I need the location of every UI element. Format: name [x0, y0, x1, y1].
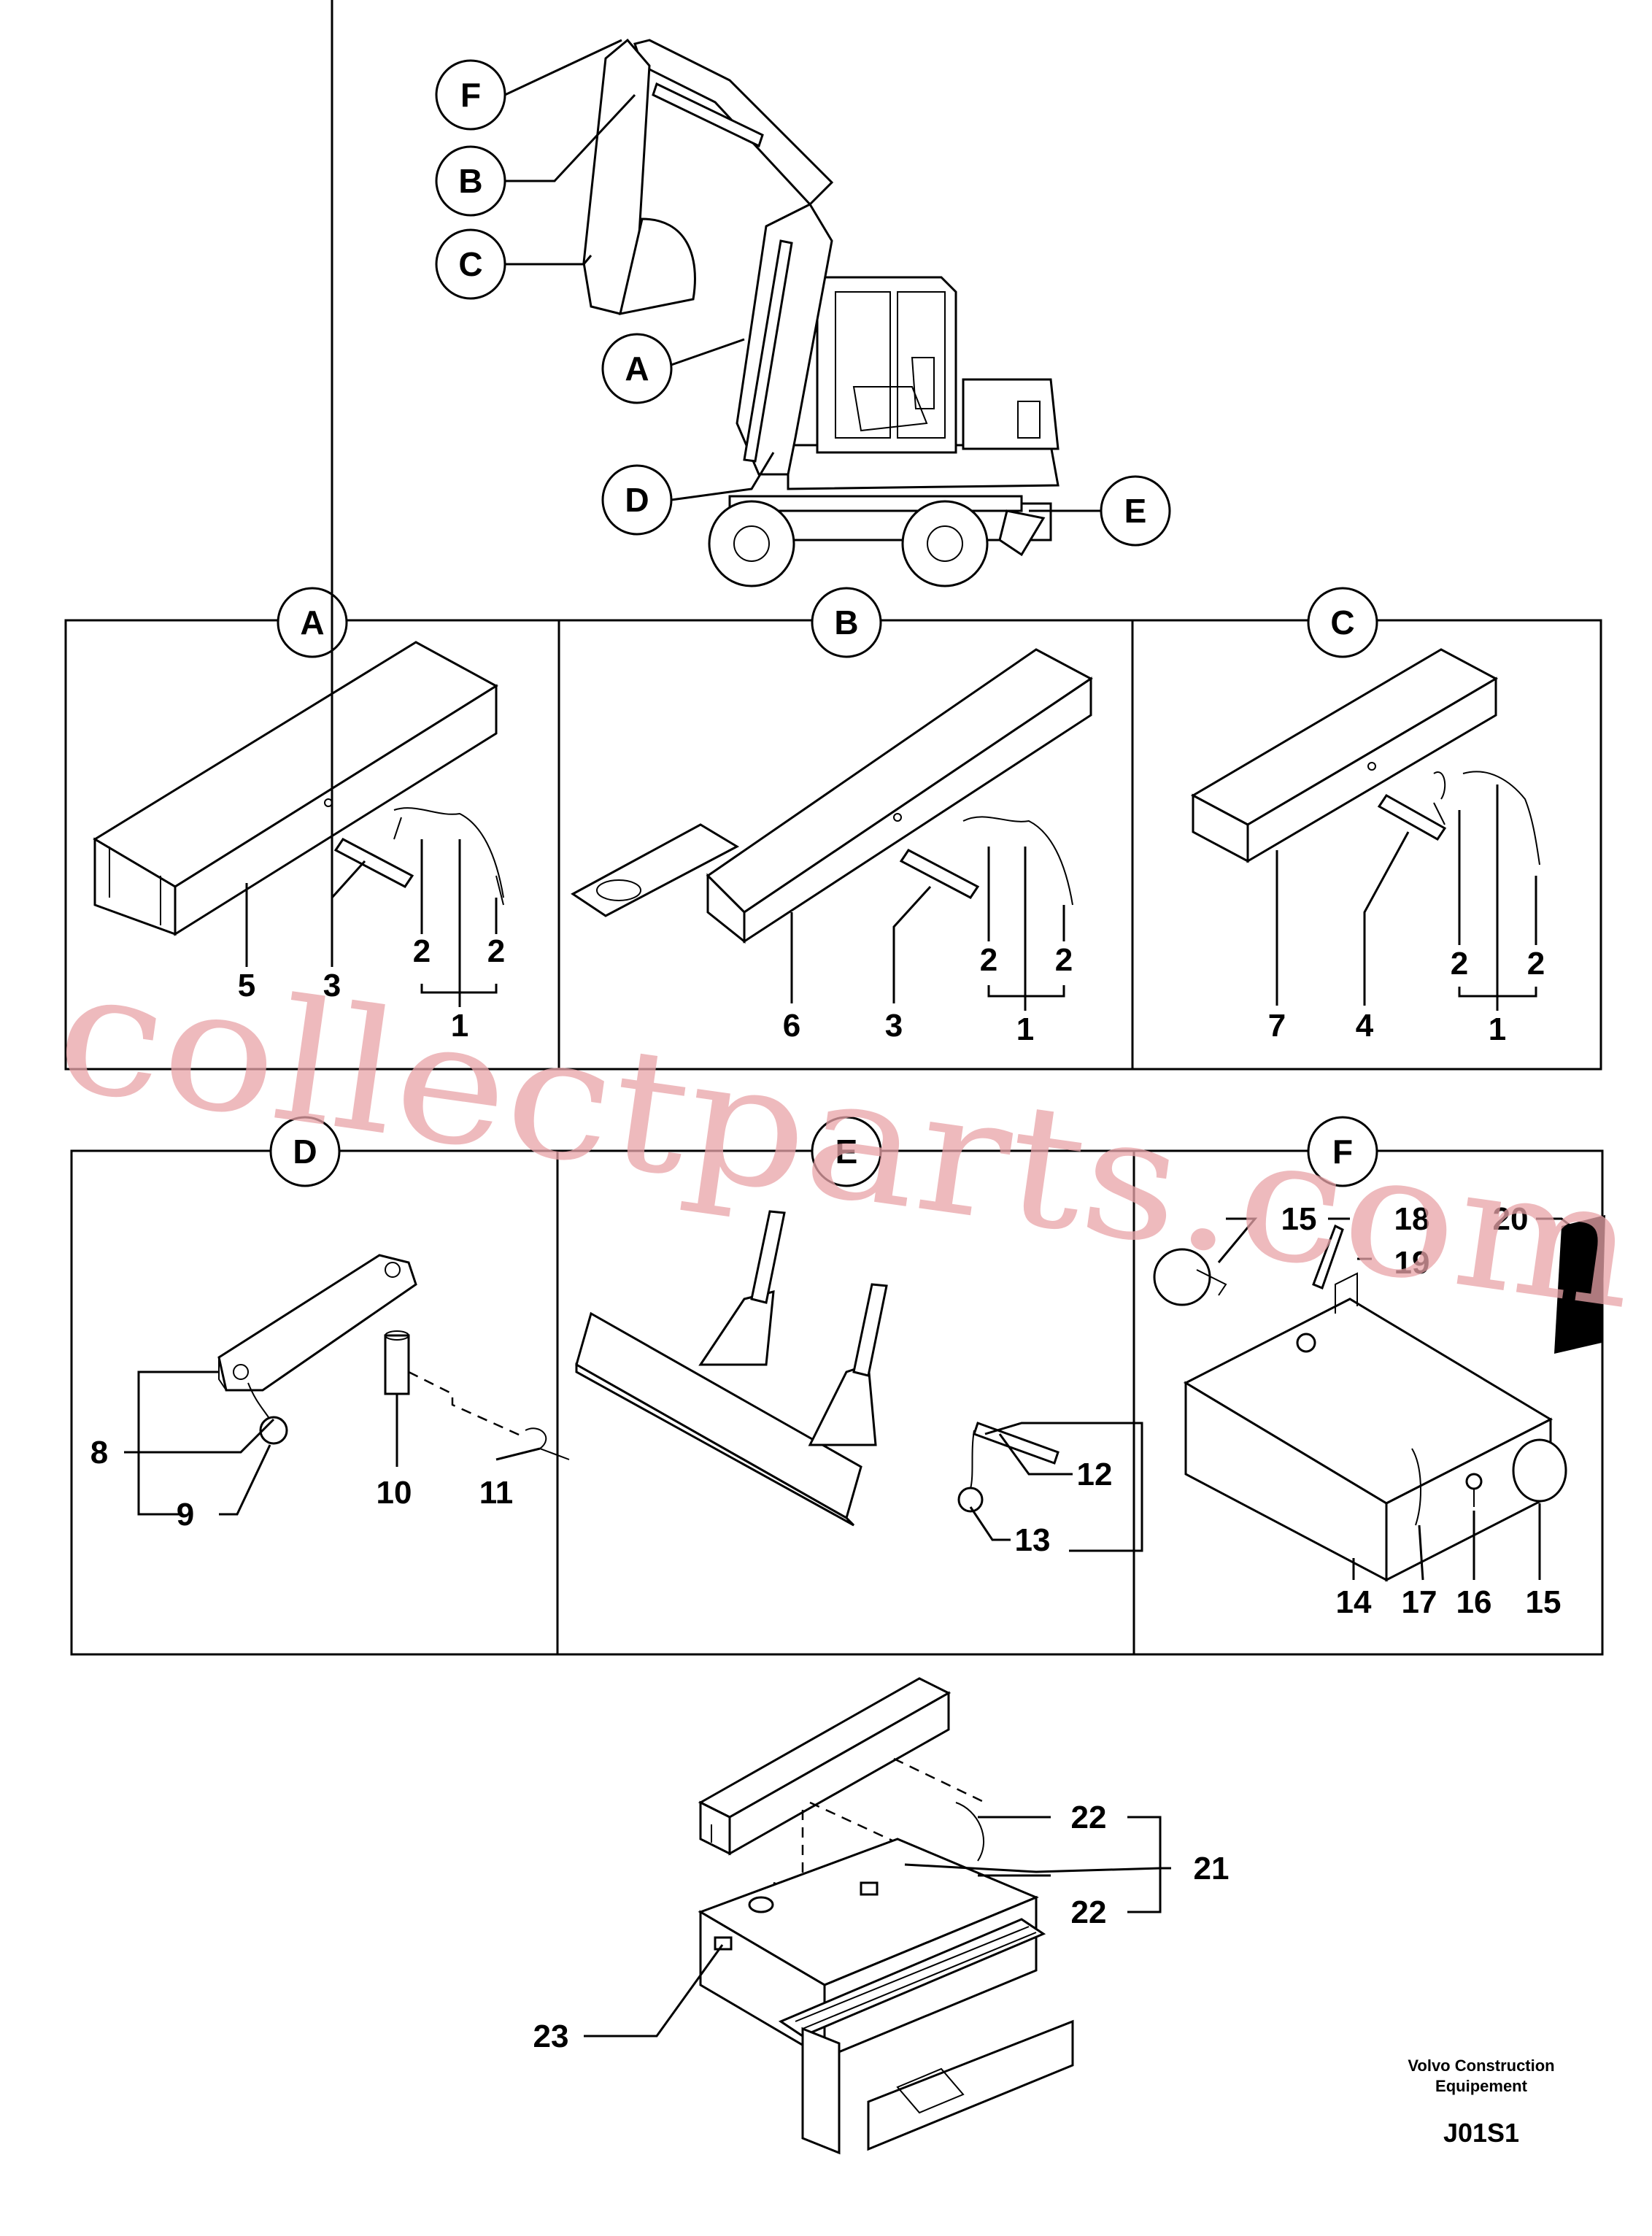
part-2-label: 2 [487, 933, 505, 969]
svg-text:D: D [293, 1133, 317, 1171]
part-2-label: 2 [1451, 946, 1468, 982]
part-5-label: 5 [238, 968, 255, 1003]
panel-F-header: F [1307, 1116, 1378, 1187]
company-name-line2: Equipement [1435, 2077, 1528, 2095]
part-3-label: 3 [323, 968, 341, 1003]
part-22-label: 22 [1071, 1800, 1107, 1835]
part-4-label: 4 [1356, 1008, 1374, 1044]
part-15-label: 15 [1281, 1201, 1317, 1237]
part-14-label: 14 [1336, 1584, 1372, 1620]
callout-A-label: A [625, 350, 649, 388]
excavator-overview [582, 38, 1059, 587]
part-15-label: 15 [1526, 1584, 1562, 1620]
part-23-label: 23 [533, 2019, 569, 2054]
panel-F: F 15 18 19 20 1 [1153, 1116, 1605, 1620]
part-1-label: 1 [451, 1008, 468, 1044]
callout-B: B [435, 145, 506, 217]
part-1-label: 1 [1489, 1011, 1506, 1047]
part-9-label: 9 [177, 1497, 194, 1533]
overview-leaders [504, 39, 1102, 512]
part-2-label: 2 [413, 933, 431, 969]
callout-C: C [435, 228, 506, 300]
watermark: collectparts.com [46, 933, 1648, 1347]
drawing-code: J01S1 [1443, 2118, 1519, 2148]
callout-C-label: C [458, 245, 482, 283]
part-2-label: 2 [1527, 946, 1545, 982]
part-10-label: 10 [377, 1475, 412, 1511]
callout-B-label: B [458, 162, 482, 200]
callout-D-label: D [625, 481, 649, 519]
part-7-label: 7 [1268, 1008, 1286, 1044]
panel-B: B 6 3 2 2 1 [571, 587, 1093, 1047]
company-name: Volvo Construction [1408, 2056, 1554, 2075]
callout-E-label: E [1124, 492, 1147, 530]
svg-text:A: A [300, 604, 324, 641]
panel-C-header: C [1307, 587, 1378, 658]
part-8-label: 8 [90, 1435, 108, 1470]
callout-F-label: F [460, 76, 481, 114]
svg-text:B: B [834, 604, 858, 641]
svg-text:C: C [1330, 604, 1354, 641]
part-20-label: 20 [1493, 1201, 1529, 1237]
part-6-label: 6 [783, 1008, 800, 1044]
part-1-label: 1 [1016, 1011, 1034, 1047]
part-11-label: 11 [479, 1475, 514, 1511]
panel-E-header: E [811, 1116, 882, 1187]
part-22-label: 22 [1071, 1894, 1107, 1930]
part-12-label: 12 [1077, 1457, 1113, 1492]
callout-A: A [601, 333, 673, 404]
panel-D-header: D [269, 1116, 341, 1187]
part-16-label: 16 [1456, 1584, 1492, 1620]
svg-text:F: F [1332, 1133, 1353, 1171]
footer: Volvo Construction Equipement J01S1 [1408, 2056, 1554, 2148]
panel-E: E 12 13 [575, 1116, 1143, 1558]
callout-E: E [1100, 475, 1171, 547]
part-19-label: 19 [1394, 1245, 1430, 1281]
part-2-label: 2 [980, 942, 997, 978]
part-17-label: 17 [1402, 1584, 1437, 1620]
part-13-label: 13 [1015, 1522, 1051, 1558]
callout-D: D [601, 464, 673, 536]
panel-B-header: B [811, 587, 882, 658]
part-2-label: 2 [1055, 942, 1073, 978]
bottom-assembly: 22 21 22 23 [533, 1677, 1230, 2155]
part-21-label: 21 [1194, 1851, 1230, 1886]
panel-C: C 7 4 2 2 1 [1190, 587, 1545, 1047]
panel-D: D 8 9 10 11 [90, 1116, 570, 1533]
part-18-label: 18 [1394, 1201, 1430, 1237]
callout-F: F [435, 59, 506, 131]
panel-A: A 5 3 2 2 1 [93, 0, 505, 1044]
panel-A-header: A [277, 587, 348, 658]
part-3-label: 3 [885, 1008, 903, 1044]
svg-text:E: E [835, 1133, 858, 1171]
